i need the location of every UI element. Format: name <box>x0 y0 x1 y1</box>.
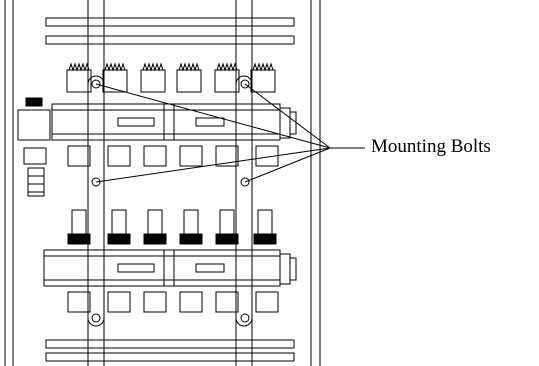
mounting-bolt-upper-left <box>91 79 101 89</box>
mounting-bolt-upper-right <box>240 79 250 89</box>
lower-manifold-body <box>43 249 297 287</box>
upper-couplings <box>67 145 279 167</box>
mounting-bolt-lower-left <box>91 177 101 187</box>
mounting-rails <box>87 0 253 366</box>
mounting-bolts <box>91 79 250 323</box>
lower-couplings <box>67 291 279 313</box>
side-valve-assembly <box>17 97 51 197</box>
mounting-bolt-lower-right <box>240 177 250 187</box>
cabinet-frame <box>4 0 321 366</box>
upper-manifold-body <box>51 103 297 141</box>
callout-leaders <box>95 83 365 183</box>
lower-flow-meters <box>67 209 277 245</box>
upper-valve-caps <box>66 62 276 93</box>
mounting-bolts-label: Mounting Bolts <box>371 136 491 157</box>
frame-bars <box>45 17 295 362</box>
mounting-brackets <box>87 75 253 327</box>
